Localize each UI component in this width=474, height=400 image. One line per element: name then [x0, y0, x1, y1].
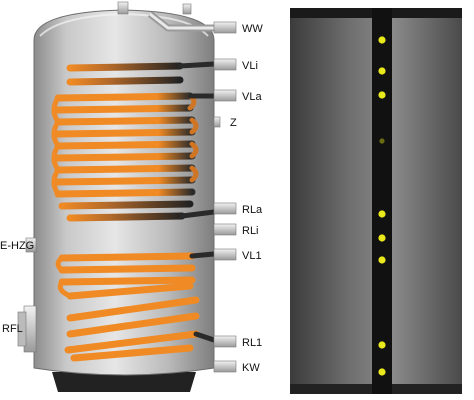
- label-rl1: RL1: [242, 337, 262, 349]
- label-vli: VLi: [242, 60, 258, 72]
- label-e-hzg: E-HZG: [0, 240, 34, 252]
- label-vl1: VL1: [242, 250, 262, 262]
- vla-port: [213, 89, 237, 102]
- coil-turn: [54, 140, 196, 150]
- coil-turn: [58, 264, 196, 274]
- coil-turn: [54, 92, 194, 102]
- coil-turn: [54, 164, 196, 174]
- connection-labels: WW VLi VLa Z RLa RLi VL1 RL1 KW E-HZG RF…: [0, 23, 263, 374]
- seam-markers: [378, 36, 386, 376]
- rfl-flange-cap: [17, 311, 27, 347]
- label-rfl: RFL: [2, 323, 23, 335]
- coil-turn: [54, 152, 196, 162]
- cutaway-tank: WW VLi VLa Z RLa RLi VL1 RL1 KW E-HZG RF…: [0, 1, 263, 392]
- coil-turn: [64, 330, 200, 354]
- coil-turn: [66, 282, 194, 300]
- label-z: Z: [230, 117, 237, 129]
- top-fitting: [182, 3, 192, 15]
- rla-port: [213, 202, 237, 215]
- rli-port: [213, 223, 237, 236]
- label-rla: RLa: [242, 204, 263, 216]
- coil-turn: [54, 116, 196, 126]
- top-fitting: [117, 1, 129, 15]
- coil-turn: [54, 128, 196, 138]
- coil-turn: [66, 296, 200, 322]
- label-ww: WW: [242, 23, 263, 35]
- marker-dot: [378, 210, 386, 218]
- marker-dot: [378, 341, 386, 349]
- marker-dot: [378, 67, 386, 75]
- label-kw: KW: [242, 362, 260, 374]
- coil-turn: [58, 200, 194, 210]
- coil-turn: [54, 188, 196, 198]
- coil-turn: [66, 312, 200, 338]
- marker-dot: [378, 234, 386, 242]
- marker-dot: [378, 91, 386, 99]
- coil-turn: [54, 104, 194, 114]
- e-hzg-port: [25, 237, 37, 253]
- coil-return: [51, 95, 62, 197]
- coil-turn: [58, 276, 196, 286]
- coil-turn: [54, 176, 196, 186]
- coil-turn: [66, 62, 184, 72]
- left-ports: [17, 237, 37, 353]
- insulated-tank: [290, 8, 462, 394]
- upper-coil: [51, 61, 217, 222]
- rl1-port: [213, 335, 237, 348]
- vl1-port: [213, 248, 237, 261]
- coil-turn: [66, 76, 184, 86]
- coil-return: [187, 93, 199, 183]
- marker-dot: [379, 138, 385, 144]
- z-port: [213, 116, 221, 128]
- vli-port: [213, 58, 237, 71]
- jacket-zip-seam: [372, 8, 392, 394]
- lower-coil: [55, 251, 217, 362]
- ww-port: [213, 21, 237, 34]
- marker-dot: [378, 36, 386, 44]
- right-ports: [213, 21, 237, 373]
- coil-turn: [58, 252, 196, 262]
- coil-turn: [70, 344, 194, 362]
- label-rli: RLi: [242, 225, 259, 237]
- marker-dot: [378, 256, 386, 264]
- kw-port: [213, 360, 237, 373]
- tank-base: [52, 372, 196, 392]
- label-vla: VLa: [242, 91, 262, 103]
- coil-turn: [66, 212, 186, 222]
- marker-dot: [378, 368, 386, 376]
